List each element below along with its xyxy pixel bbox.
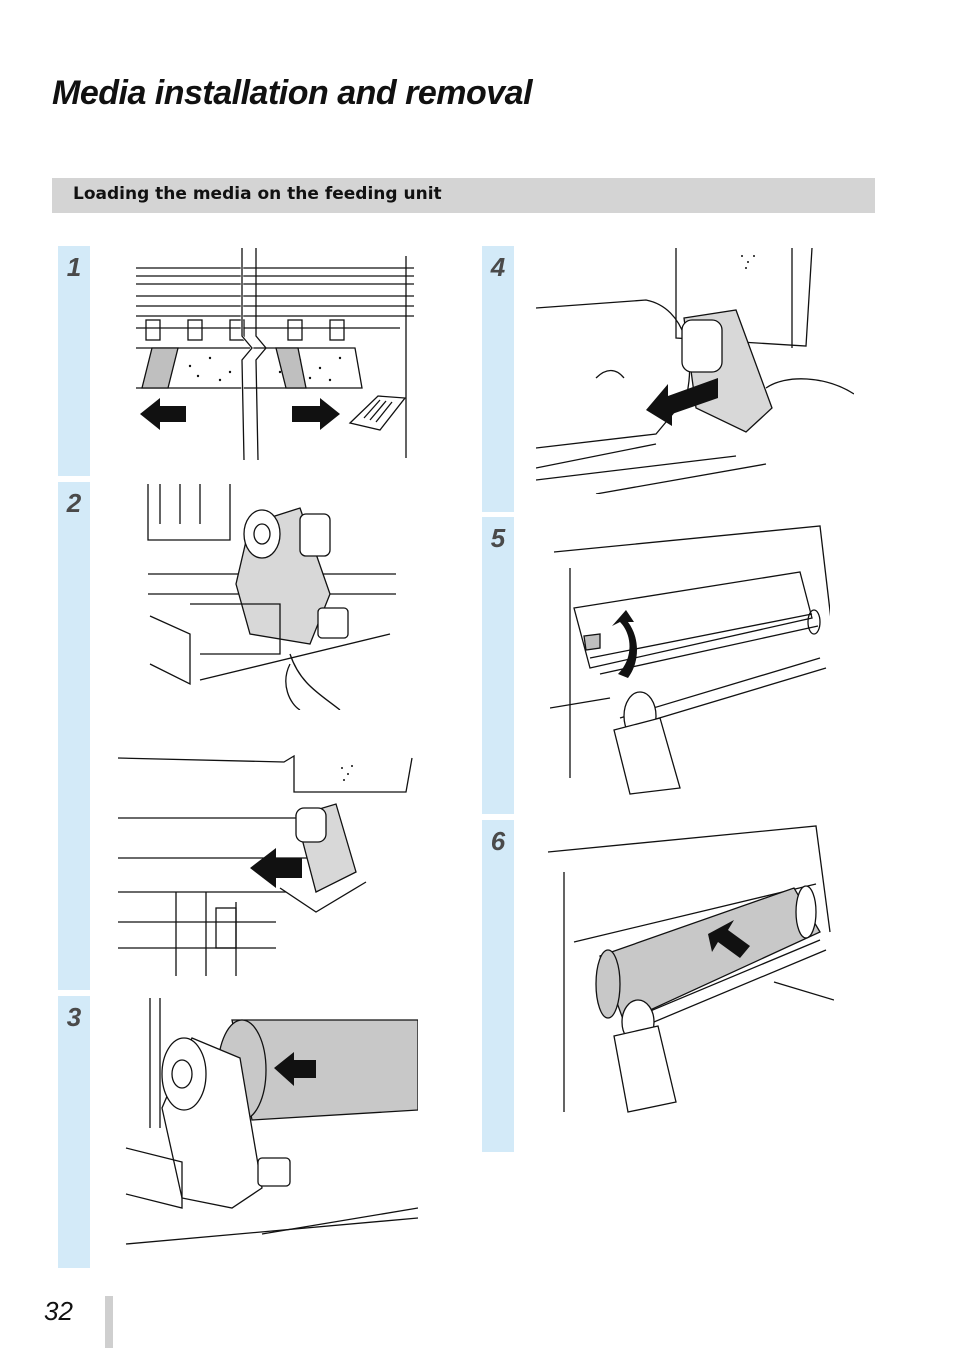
section-header: Loading the media on the feeding unit xyxy=(52,178,875,213)
step-4-strip: 4 xyxy=(482,246,514,512)
step-3-strip: 3 xyxy=(58,996,90,1268)
section-title: Loading the media on the feeding unit xyxy=(73,184,442,204)
step-4-illustration xyxy=(536,248,854,494)
step-3-number: 3 xyxy=(66,1002,82,1032)
step-5-strip: 5 xyxy=(482,517,514,814)
step-1-illustration xyxy=(130,248,420,460)
step-1-number: 1 xyxy=(66,252,82,282)
step-2-strip: 2 xyxy=(58,482,90,990)
step-6-number: 6 xyxy=(490,826,506,856)
step-5-number: 5 xyxy=(490,523,506,553)
step-2-illustration-lower xyxy=(116,752,416,976)
step-2-number: 2 xyxy=(66,488,82,518)
step-5-illustration xyxy=(550,518,830,800)
step-6-strip: 6 xyxy=(482,820,514,1152)
step-6-illustration xyxy=(544,822,834,1134)
step-4-number: 4 xyxy=(490,252,506,282)
page-number: 32 xyxy=(44,1296,73,1326)
page-title: Media installation and removal xyxy=(52,74,533,112)
step-2-illustration-upper xyxy=(140,484,396,710)
step-1-strip: 1 xyxy=(58,246,90,476)
page-number-rule xyxy=(105,1296,113,1348)
step-3-illustration xyxy=(122,998,418,1254)
